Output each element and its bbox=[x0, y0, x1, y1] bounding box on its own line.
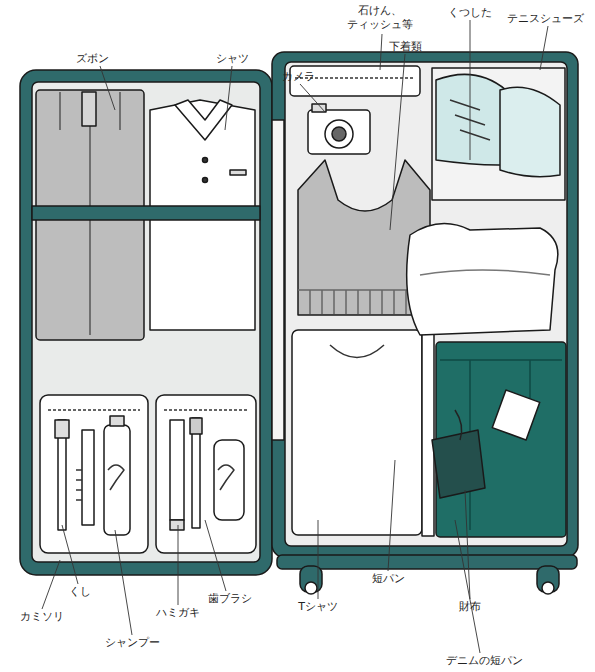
callout-label: テニスシューズ bbox=[495, 12, 595, 26]
callout-label: 財布 bbox=[445, 600, 495, 614]
callout-label: デニムの短パン bbox=[429, 654, 539, 668]
callout-label: 石けん、 ティッシュ等 bbox=[344, 4, 416, 32]
callout-label: くし bbox=[55, 585, 105, 599]
callout-label: シャンプー bbox=[92, 636, 172, 650]
callout-label: ズボン bbox=[52, 52, 132, 66]
callout-label: くつした bbox=[435, 6, 505, 20]
callout-label: 歯ブラシ bbox=[195, 592, 265, 606]
callout-label: 短パン bbox=[358, 572, 418, 586]
callout-label: カミソリ bbox=[7, 610, 77, 624]
callout-label: 下着類 bbox=[375, 40, 435, 54]
callout-label: Tシャツ bbox=[288, 600, 348, 614]
callout-label: ハミガキ bbox=[143, 606, 213, 620]
callout-label: シャツ bbox=[192, 52, 272, 66]
callout-label: カメラ bbox=[268, 70, 328, 84]
